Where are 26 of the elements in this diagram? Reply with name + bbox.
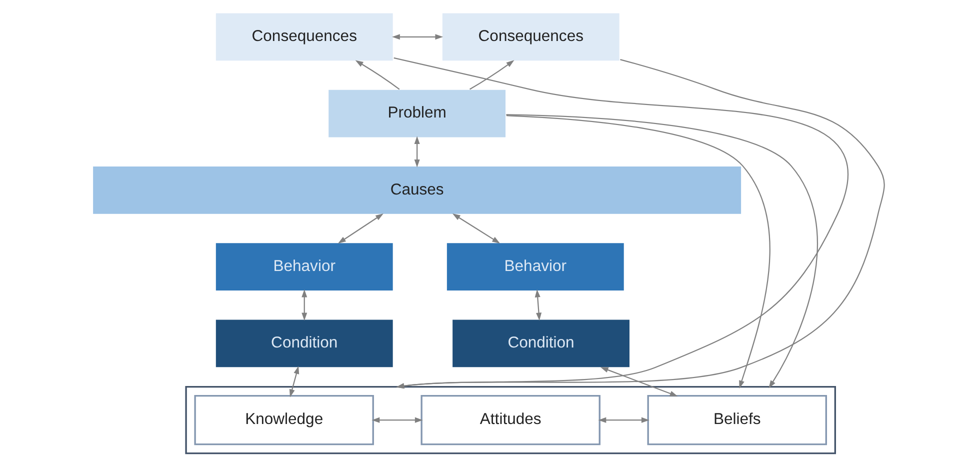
cluster	[184, 386, 836, 454]
node-box: Attitudes	[420, 394, 600, 446]
node-box: Knowledge	[194, 394, 374, 446]
node-box: Problem	[326, 88, 506, 138]
node-box: Condition	[214, 318, 394, 368]
node-box: Consequences	[214, 12, 394, 62]
arrow	[506, 114, 818, 388]
arrow	[534, 289, 542, 321]
arrow	[371, 417, 422, 423]
arrow	[354, 60, 400, 90]
node-box: Behavior	[214, 242, 394, 292]
arrow	[414, 136, 420, 168]
arrow	[337, 213, 383, 244]
node-box: Causes	[91, 165, 742, 215]
node-box: Condition	[450, 318, 630, 368]
arrow	[288, 366, 299, 398]
arrow	[469, 60, 514, 90]
arrow	[301, 289, 307, 321]
node-box: Consequences	[440, 12, 620, 62]
node-box: Beliefs	[646, 394, 826, 446]
arrow	[506, 115, 770, 388]
arrow	[392, 34, 443, 40]
node-box: Behavior	[445, 242, 624, 292]
arrow	[452, 214, 500, 244]
arrow	[600, 367, 678, 396]
arrow	[598, 417, 649, 423]
